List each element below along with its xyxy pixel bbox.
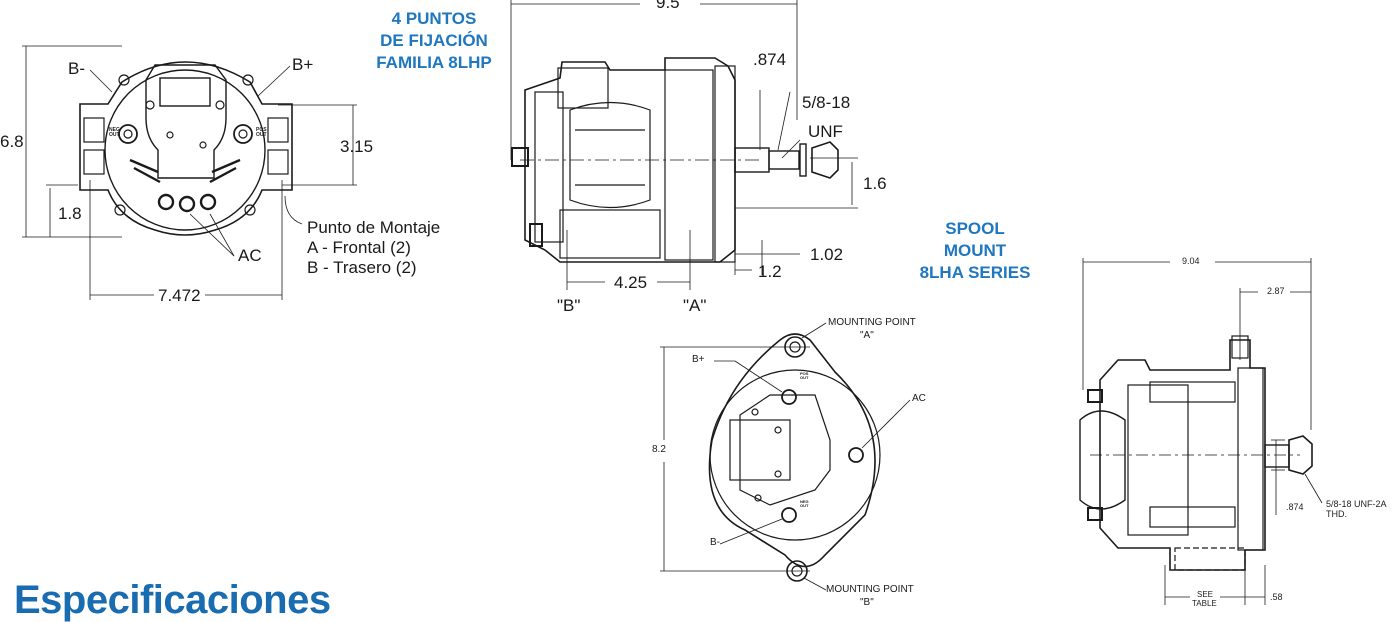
front-neg-out-label: NEG OUT bbox=[109, 127, 120, 138]
front-view-drawing bbox=[22, 45, 357, 300]
side-mount-spacing-dim: 4.25 bbox=[614, 273, 648, 292]
spool-shaft-dim: .874 bbox=[1286, 502, 1304, 512]
front-base-offset-dim: 1.8 bbox=[58, 204, 82, 223]
page-title: Especificaciones bbox=[14, 578, 331, 622]
spool-see-label-1: SEE bbox=[1197, 590, 1214, 599]
side-shaft-ext-dim: .874 bbox=[753, 50, 787, 69]
front-width-dim: 7.472 bbox=[154, 287, 205, 304]
front-b-minus-label: B- bbox=[68, 59, 85, 78]
front-b-plus-label: B+ bbox=[292, 55, 314, 74]
side-length-dim: 9.5 bbox=[653, 0, 683, 11]
spool-thread-label-2: THD. bbox=[1326, 509, 1347, 519]
rear-view-drawing bbox=[660, 322, 911, 591]
fixing-points-heading: 4 PUNTOS DE FIJACIÓN FAMILIA 8LHP bbox=[376, 9, 492, 72]
side-thread-label-2: UNF bbox=[808, 122, 843, 141]
spool-mount-heading: SPOOL MOUNT 8LHA SERIES bbox=[919, 219, 1031, 282]
spool-thread-label-1: 5/8-18 UNF-2A bbox=[1326, 499, 1387, 509]
rear-b-minus-label: B- bbox=[710, 537, 720, 548]
rear-height-dim: 8.2 bbox=[652, 444, 666, 455]
rear-b-plus-label: B+ bbox=[692, 354, 705, 365]
side-point-a-label: "A" bbox=[683, 296, 707, 315]
rear-mount-a-label-1: MOUNTING POINT bbox=[828, 317, 916, 328]
front-pos-out-label: POS OUT bbox=[256, 127, 267, 138]
spool-see-label-2: TABLE bbox=[1192, 599, 1217, 608]
front-ac-label: AC bbox=[238, 246, 262, 265]
side-view-drawing bbox=[510, 0, 858, 290]
side-thread-label-1: 5/8-18 bbox=[802, 93, 851, 112]
rear-mount-a-label-2: "A" bbox=[860, 330, 874, 341]
rear-pos-out-label: POS OUT bbox=[800, 371, 809, 380]
front-terminal-spacing-dim: 3.15 bbox=[340, 137, 374, 156]
spool-length-dim: 9.04 bbox=[1180, 256, 1202, 266]
side-shaft-height-dim: 1.6 bbox=[863, 174, 887, 193]
front-height-dim: 6.8 bbox=[0, 132, 24, 151]
rear-mount-b-label-1: MOUNTING POINT bbox=[826, 584, 914, 595]
rear-mount-b-label-2: "B" bbox=[860, 597, 874, 608]
spool-view-drawing bbox=[1079, 258, 1323, 605]
spool-dim-287: 2.87 bbox=[1265, 286, 1287, 296]
mounting-point-note: Punto de Montaje A - Frontal (2) B - Tra… bbox=[307, 218, 441, 277]
side-point-b-label: "B" bbox=[557, 296, 581, 315]
side-dim-12: 1.2 bbox=[758, 262, 782, 281]
spool-dim-58: .58 bbox=[1270, 592, 1283, 602]
rear-ac-label: AC bbox=[912, 393, 926, 404]
side-dim-102: 1.02 bbox=[810, 245, 844, 264]
rear-neg-out-label: NEG OUT bbox=[800, 499, 809, 508]
